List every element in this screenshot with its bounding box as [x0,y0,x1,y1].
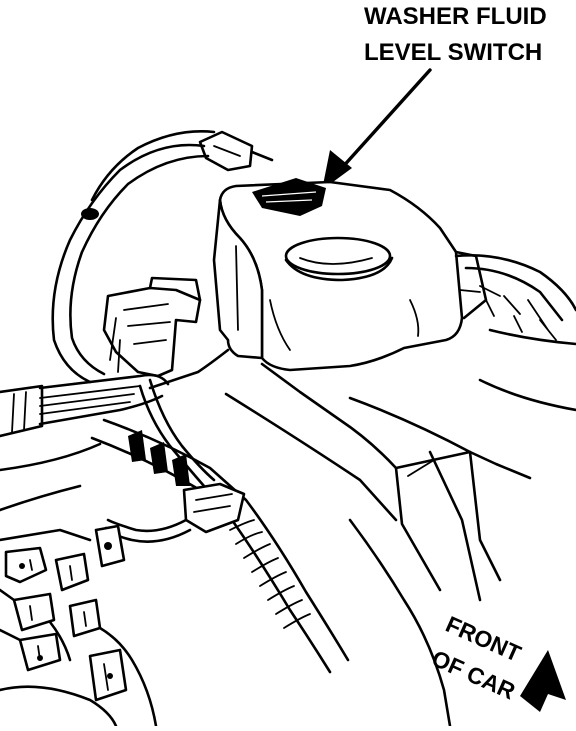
sensor-line [94,518,192,568]
washer-reservoir [212,180,488,372]
coiled-hose [90,418,350,674]
switch-label-line2: LEVEL SWITCH [364,39,542,66]
front-arrow-icon [520,650,566,712]
level-switch [252,178,326,216]
body-panel [148,348,576,728]
callout-arrow [322,68,432,190]
connector-bracket [102,276,202,378]
switch-label-line1: WASHER FLUID [364,3,547,30]
engine-block [0,442,158,728]
fender [454,254,576,346]
wiring-harness [0,130,274,488]
front-of-car-indicator: FRONT OF CAR [428,611,566,712]
